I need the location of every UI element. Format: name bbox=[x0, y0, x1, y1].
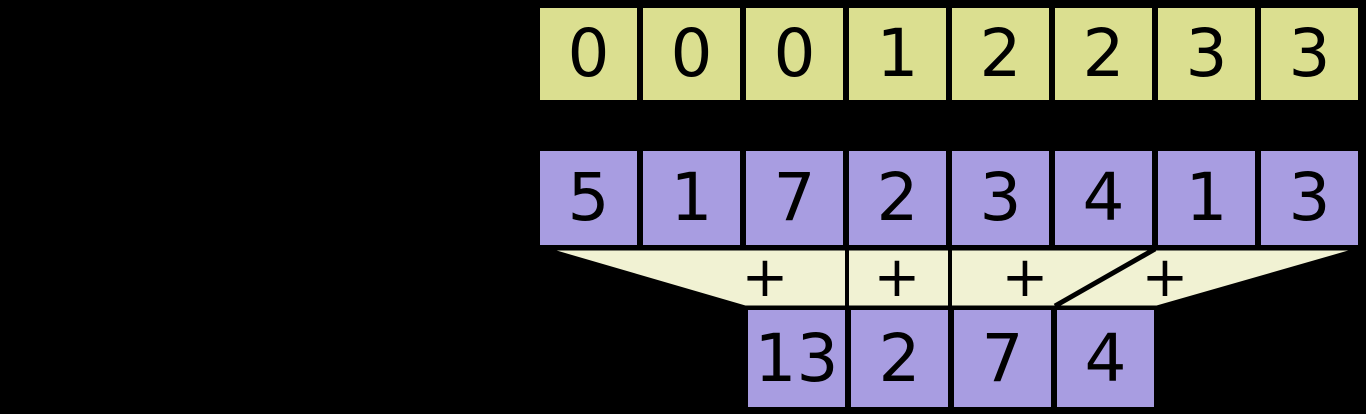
key-cell: 0 bbox=[743, 5, 846, 103]
results-row: 13 2 7 4 bbox=[745, 307, 1157, 410]
funnel-slanted-divider bbox=[1053, 246, 1157, 309]
key-cell: 2 bbox=[1052, 5, 1155, 103]
result-cell: 4 bbox=[1054, 307, 1157, 410]
plus-operator: + bbox=[1141, 245, 1189, 310]
values-row: 5 1 7 2 3 4 1 3 bbox=[537, 148, 1361, 248]
value-cell: 5 bbox=[537, 148, 640, 248]
key-cell: 0 bbox=[640, 5, 743, 103]
key-cell: 1 bbox=[846, 5, 949, 103]
keys-row: 0 0 0 1 2 2 3 3 bbox=[537, 5, 1361, 103]
key-cell: 3 bbox=[1258, 5, 1361, 103]
value-cell: 3 bbox=[949, 148, 1052, 248]
key-cell: 2 bbox=[949, 5, 1052, 103]
value-cell: 1 bbox=[1155, 148, 1258, 248]
value-cell: 2 bbox=[846, 148, 949, 248]
result-cell: 2 bbox=[848, 307, 951, 410]
result-cell: 7 bbox=[951, 307, 1054, 410]
key-cell: 3 bbox=[1155, 5, 1258, 103]
funnel-shape bbox=[545, 247, 1360, 309]
plus-operator: + bbox=[741, 245, 789, 310]
result-cell: 13 bbox=[745, 307, 848, 410]
plus-operator: + bbox=[1001, 245, 1049, 310]
value-cell: 7 bbox=[743, 148, 846, 248]
plus-operator: + bbox=[873, 245, 921, 310]
value-cell: 4 bbox=[1052, 148, 1155, 248]
value-cell: 3 bbox=[1258, 148, 1361, 248]
value-cell: 1 bbox=[640, 148, 743, 248]
key-cell: 0 bbox=[537, 5, 640, 103]
